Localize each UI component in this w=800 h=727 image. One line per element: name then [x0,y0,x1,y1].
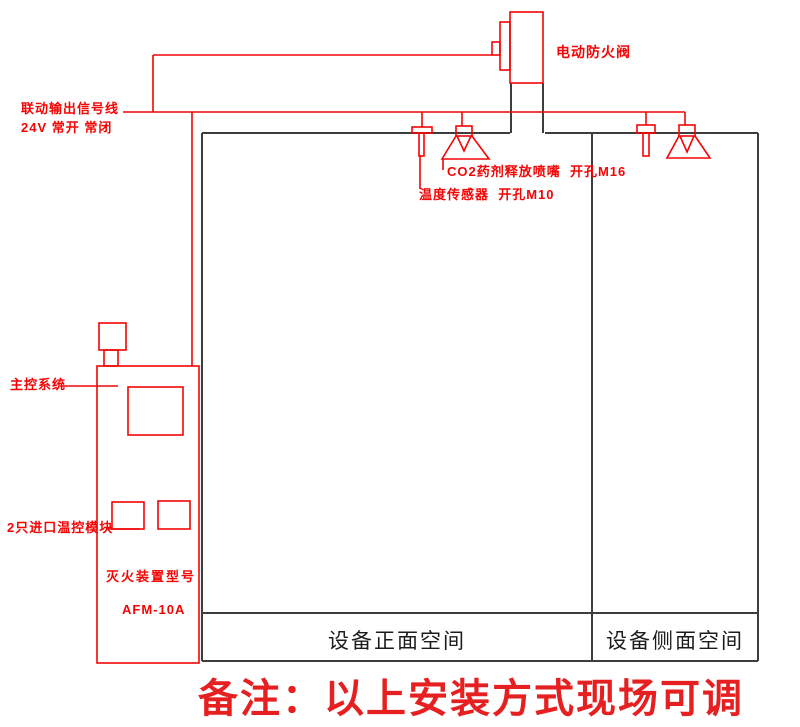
co2-nozzle-label: CO2药剂释放喷嘴 开孔M16 [447,164,627,179]
fire-damper-label: 电动防火阀 [556,44,631,60]
side-space-label: 设备侧面空间 [606,630,744,653]
control-panel-icon [96,322,200,664]
co2-nozzle-icon-right [665,124,712,159]
temp-sensor-icon-right [636,124,656,157]
temp-sensor-icon-left [411,126,433,157]
co2-nozzle-icon-left [440,125,491,160]
front-space-label: 设备正面空间 [328,630,466,653]
remark-note: 备注：以上安装方式现场可调 [198,675,744,722]
equipment-cabinet-outline [201,132,759,662]
temp-modules-label: 2只进口温控模块 [7,520,114,535]
damper-duct-lines [510,83,544,133]
fire-damper-icon [491,11,544,84]
temp-sensor-label: 温度传感器 开孔M10 [419,187,555,202]
device-model-value: AFM-10A [122,602,186,617]
device-model-title: 灭火装置型号 [106,569,197,584]
label-leader-lines [60,155,444,530]
signal-line-label: 联动输出信号线 [21,101,120,116]
signal-wiring-lines [123,54,686,366]
signal-voltage-label: 24V 常开 常闭 [21,120,113,135]
main-control-label: 主控系统 [10,377,67,392]
